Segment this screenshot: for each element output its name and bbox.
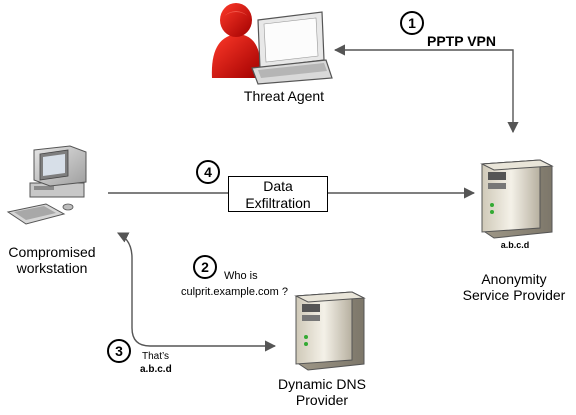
who-is-label-line1: Who is xyxy=(224,270,258,282)
step-1-badge: 1 xyxy=(400,11,424,35)
dns-label-line2: Provider xyxy=(295,392,349,409)
threat-agent-label: Threat Agent xyxy=(243,88,325,104)
workstation-label-line2: workstation xyxy=(16,260,88,277)
data-exfiltration-box: Data Exfiltration xyxy=(228,176,328,212)
data-exfiltration-line2: Exfiltration xyxy=(245,195,311,211)
anonymity-provider-label: Anonymity Service Provider xyxy=(446,271,576,303)
desktop-computer-icon xyxy=(6,145,87,225)
hooded-user-laptop-icon xyxy=(211,3,333,85)
dns-label-line1: Dynamic DNS xyxy=(278,376,366,392)
data-exfiltration-line1: Data xyxy=(263,178,293,194)
dns-server-icon xyxy=(294,291,366,371)
thats-label-line2: a.b.c.d xyxy=(140,364,172,375)
workstation-label: Compromised workstation xyxy=(0,244,104,276)
vpn-label: PPTP VPN xyxy=(427,33,496,49)
step-2-badge: 2 xyxy=(193,255,217,279)
anonymity-label-line2: Service Provider xyxy=(462,287,566,304)
anonymity-server-icon xyxy=(480,159,554,239)
workstation-label-line1: Compromised xyxy=(8,244,96,260)
thats-label-line1: That’s xyxy=(142,351,170,362)
who-is-label-line2: culprit.example.com ? xyxy=(181,286,288,298)
anonymity-ip-label: a.b.c.d xyxy=(500,240,530,250)
dns-connector xyxy=(116,232,277,352)
step-4-badge: 4 xyxy=(196,160,220,184)
vpn-connector xyxy=(333,44,519,134)
anonymity-label-line1: Anonymity xyxy=(481,271,547,287)
dns-provider-label: Dynamic DNS Provider xyxy=(262,376,382,408)
step-3-badge: 3 xyxy=(107,339,131,363)
